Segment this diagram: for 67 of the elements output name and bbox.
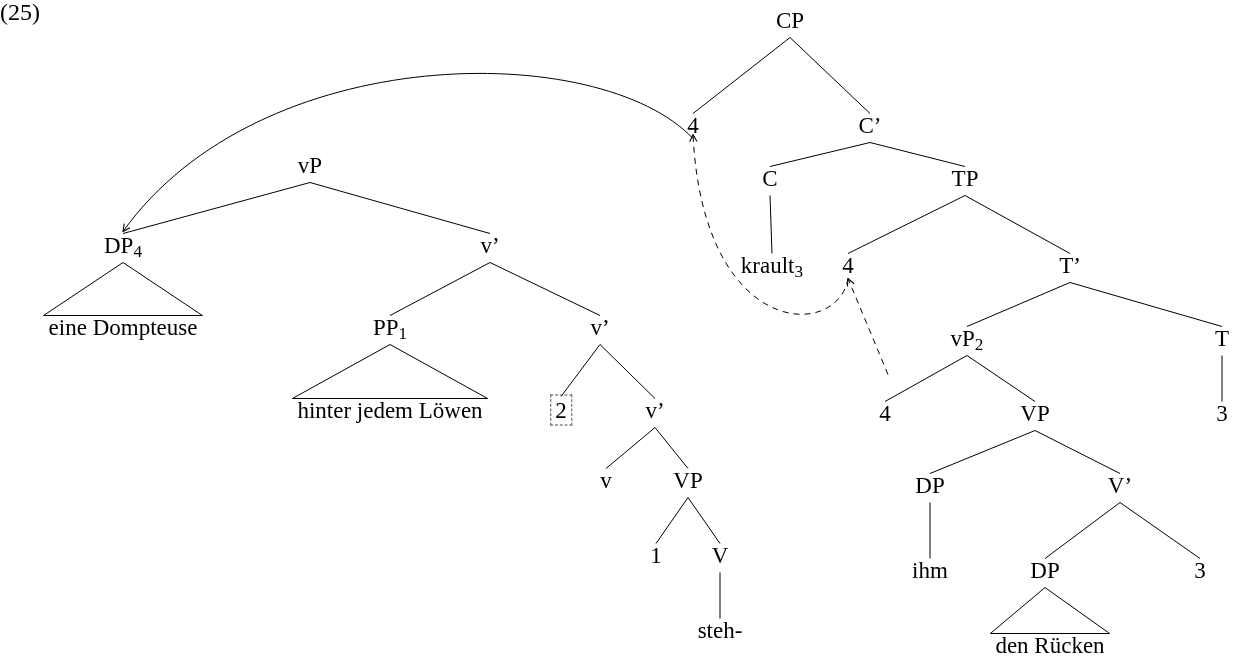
tree-node-label: PP$_{1}$ xyxy=(371,313,409,341)
tree-node-label: vP$_{2}$ xyxy=(949,324,985,352)
tree-branch xyxy=(389,262,491,316)
tree-branch xyxy=(599,344,656,399)
movement-arrow xyxy=(846,277,889,375)
triangle-branch xyxy=(43,262,203,316)
tree-node-label: V xyxy=(710,541,730,569)
tree-branch xyxy=(719,572,721,619)
tree-node-label: 4 xyxy=(878,399,892,427)
tree-node-label: v’ xyxy=(479,231,501,259)
tree-branch xyxy=(122,182,311,234)
tree-branch xyxy=(560,344,601,397)
triangle-branch xyxy=(989,587,1111,634)
tree-node-label: DP xyxy=(1029,556,1061,584)
tree-node-label: 3 xyxy=(1193,556,1207,584)
tree-node-label: T xyxy=(1213,324,1231,352)
tree-branch xyxy=(884,355,968,402)
example-number: (25) xyxy=(0,0,40,24)
tree-node-label: 3 xyxy=(1215,399,1229,427)
tree-node-label: C xyxy=(761,164,779,192)
tree-node-label: VP xyxy=(672,466,704,494)
tree-node-label: krault$_{3}$ xyxy=(739,251,805,279)
tree-branch xyxy=(1221,355,1223,402)
tree-branch xyxy=(929,430,1036,474)
tree-node-label: C’ xyxy=(857,111,883,139)
tree-node-label: 1 xyxy=(649,541,663,569)
tree-node-label: DP xyxy=(914,471,946,499)
tree-branch xyxy=(847,195,966,254)
tree-node-label: v’ xyxy=(644,396,666,424)
tree-branch xyxy=(1034,430,1121,474)
tree-branch xyxy=(654,427,689,469)
tree-node-label: V’ xyxy=(1106,471,1134,499)
tree-branch xyxy=(692,37,791,114)
tree-node-label: v’ xyxy=(589,313,611,341)
tree-branch xyxy=(966,355,1036,402)
tree-branch xyxy=(605,427,656,469)
movement-arrow xyxy=(689,133,849,315)
tree-branch xyxy=(869,142,966,167)
tree-node-label: steh- xyxy=(696,616,744,644)
tree-branch xyxy=(966,282,1071,327)
tree-node-label: v xyxy=(599,466,613,494)
tree-node-label: vP xyxy=(296,151,324,179)
tree-node-label: hinter jedem Löwen xyxy=(296,396,484,424)
tree-branch xyxy=(687,497,721,544)
tree-branch xyxy=(769,142,871,167)
tree-branch xyxy=(964,195,1071,254)
triangle-branch xyxy=(291,344,489,399)
tree-branch xyxy=(789,37,871,114)
tree-branch xyxy=(655,497,689,544)
tree-node-label: 4 xyxy=(841,251,855,279)
tree-node-label: DP$_{4}$ xyxy=(103,231,143,259)
tree-node-label: 4 xyxy=(686,111,700,139)
tree-node-label: den Rücken xyxy=(994,631,1106,659)
tree-node-label: T’ xyxy=(1058,251,1082,279)
tree-branch xyxy=(929,502,931,559)
tree-branch xyxy=(309,182,491,234)
tree-node-label: VP xyxy=(1019,399,1051,427)
tree-branch xyxy=(1119,502,1201,559)
tree-node-label: eine Dompteuse xyxy=(47,313,199,341)
tree-node-label: ihm xyxy=(911,556,949,584)
tree-node-label: CP xyxy=(774,6,806,34)
tree-branch xyxy=(769,195,773,254)
tree-node-label: TP xyxy=(950,164,980,192)
tree-branch xyxy=(489,262,601,316)
tree-branch xyxy=(1069,282,1223,327)
movement-arrow xyxy=(122,72,694,233)
tree-branch xyxy=(1044,502,1121,559)
